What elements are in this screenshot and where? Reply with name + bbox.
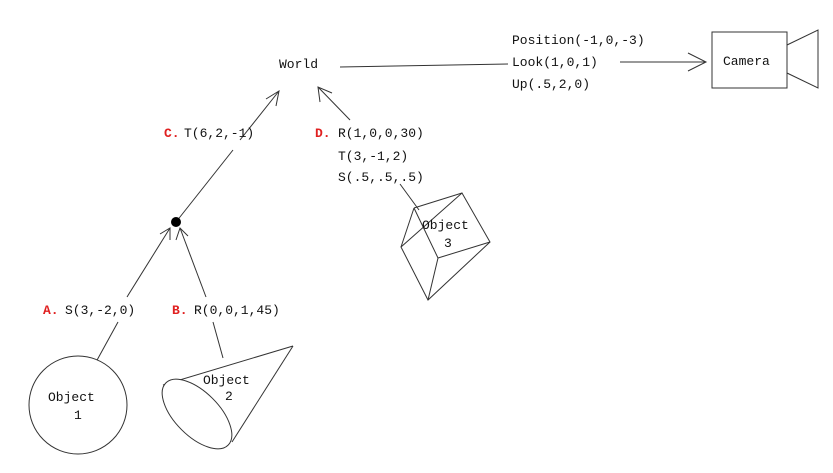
edge-d-line-2: T(3,-1,2): [338, 149, 408, 164]
edge-object1-to-group: [95, 227, 171, 363]
world-node-label: World: [279, 57, 318, 72]
edge-object2-to-group: [175, 227, 224, 359]
camera-look-label: Look(1,0,1): [512, 55, 598, 70]
edge-d-tag: D.: [315, 126, 331, 141]
object-3-index: 3: [444, 236, 452, 251]
object-2-cone-icon: [161, 345, 294, 450]
edge-group-to-world: [175, 89, 280, 223]
object-3-name: Object: [422, 218, 469, 233]
edge-c-tag: C.: [164, 126, 180, 141]
object-3-cube-icon: [400, 192, 491, 301]
edge-a-tag: A.: [43, 303, 59, 318]
object-1-sphere-icon: [28, 355, 128, 455]
object-1-index: 1: [74, 408, 82, 423]
object-2-index: 2: [225, 389, 233, 404]
camera-box-label: Camera: [723, 54, 770, 69]
camera-up-label: Up(.5,2,0): [512, 77, 590, 92]
object-1-name: Object: [48, 390, 95, 405]
camera-position-label: Position(-1,0,-3): [512, 33, 645, 48]
camera-icon: [711, 29, 819, 89]
group-junction-node: [171, 217, 181, 227]
edge-b-transform: R(0,0,1,45): [194, 303, 280, 318]
object-2-name: Object: [203, 373, 250, 388]
world-to-camera-edge: [339, 52, 708, 72]
edge-a-transform: S(3,-2,0): [65, 303, 135, 318]
edge-d-line-1: R(1,0,0,30): [338, 126, 424, 141]
edge-d-line-3: S(.5,.5,.5): [338, 170, 424, 185]
edge-object3-to-world: [317, 86, 420, 211]
edge-c-transform: T(6,2,-1): [184, 126, 254, 141]
edge-b-tag: B.: [172, 303, 188, 318]
